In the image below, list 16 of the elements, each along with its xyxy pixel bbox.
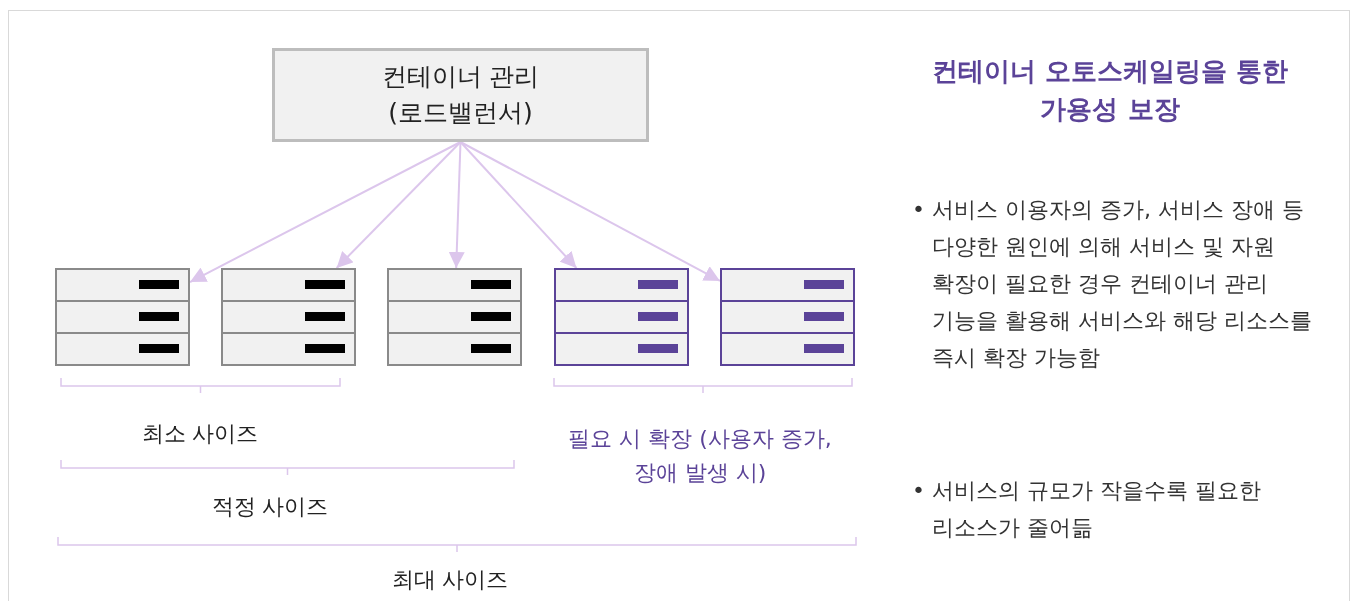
arrow: [459, 141, 578, 269]
bullet-text: • 서비스 이용자의 증가, 서비스 장애 등 다양한 원인에 의해 서비스 및 자원 확장이 필요한 경우 컨테이너 관리 기능을 활용해 서비스와 해당 리소스를 즉시 확장 가능함: [912, 196, 1312, 372]
server-icon: [720, 268, 855, 366]
bullet-text: • 서비스의 규모가 작을수록 필요한 리소스가 줄어듦: [912, 477, 1262, 542]
server-icon: [387, 268, 522, 366]
caption-text: 적정 사이즈: [210, 493, 330, 521]
caption-text: 최대 사이즈: [390, 566, 510, 594]
caption-text: 최소 사이즈: [140, 420, 260, 448]
server-icon: [554, 268, 689, 366]
arrow: [448, 141, 465, 269]
process-box: 컨테이너 관리 (로드밸런서): [272, 48, 649, 142]
arrow: [335, 141, 462, 269]
caption-text: 필요 시 확장 (사용자 증가, 장애 발생 시): [567, 425, 833, 487]
server-icon: [55, 268, 190, 366]
title: 컨테이너 오토스케일링을 통한 가용성 보장: [930, 55, 1290, 126]
server-icon: [221, 268, 356, 366]
